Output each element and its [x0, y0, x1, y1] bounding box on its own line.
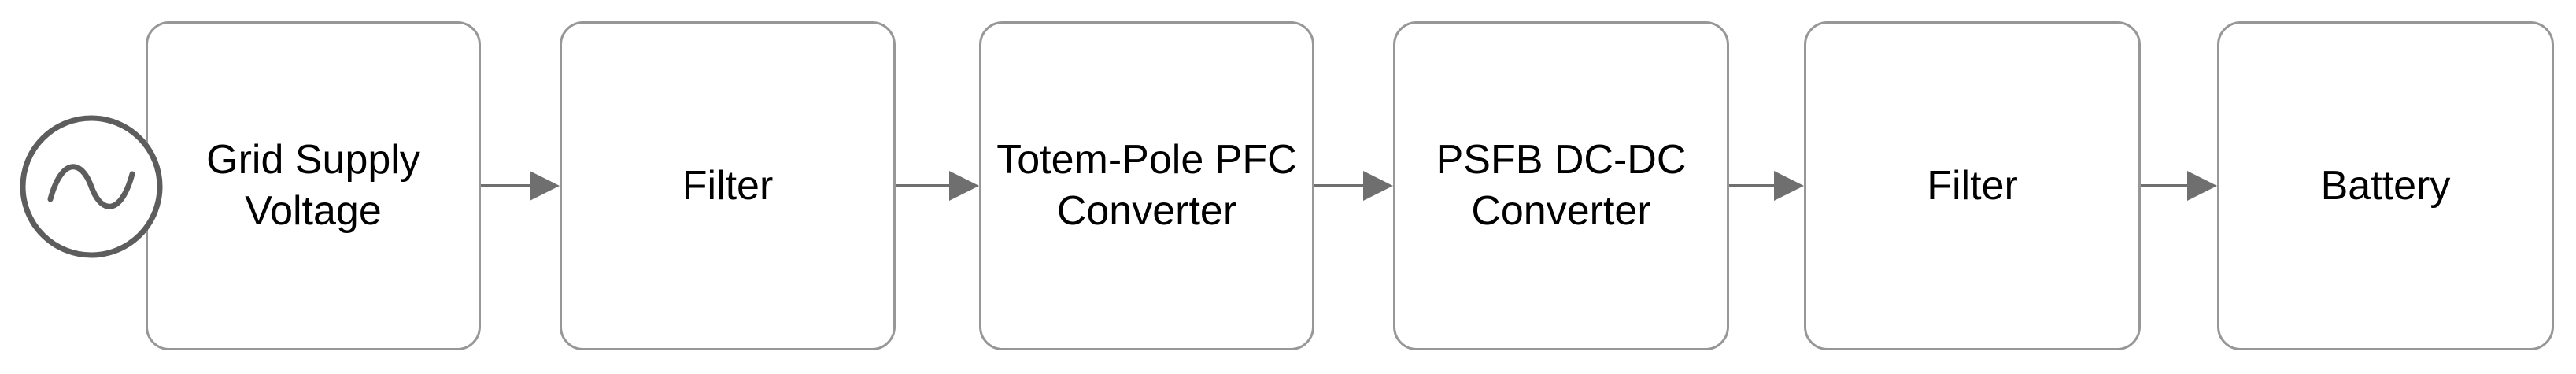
arrow-grid-to-filter: [481, 171, 560, 201]
block-label: Battery: [2320, 162, 2451, 209]
arrow-line: [2141, 184, 2190, 187]
arrowhead-icon: [1774, 171, 1804, 201]
block-label: Filter: [682, 162, 774, 209]
block-label: Totem-Pole PFC Converter: [996, 137, 1297, 234]
arrow-filter-to-battery: [2141, 171, 2217, 201]
block-input-filter: Filter: [560, 21, 896, 350]
block-battery: Battery: [2217, 21, 2554, 350]
arrow-line: [1314, 184, 1366, 187]
arrowhead-icon: [949, 171, 979, 201]
block-label: PSFB DC-DC Converter: [1436, 137, 1687, 234]
arrowhead-icon: [2187, 171, 2217, 201]
ac-source-icon: [20, 115, 163, 258]
arrow-line: [1729, 184, 1777, 187]
block-totem-pole-pfc-converter: Totem-Pole PFC Converter: [979, 21, 1314, 350]
arrow-filter-to-pfc: [896, 171, 979, 201]
arrow-psfb-to-filter: [1729, 171, 1804, 201]
block-grid-supply-voltage: Grid Supply Voltage: [146, 21, 481, 350]
arrow-line: [896, 184, 952, 187]
arrow-pfc-to-psfb: [1314, 171, 1393, 201]
arrowhead-icon: [530, 171, 560, 201]
block-label: Grid Supply Voltage: [206, 137, 420, 234]
block-psfb-dcdc-converter: PSFB DC-DC Converter: [1393, 21, 1729, 350]
arrow-line: [481, 184, 533, 187]
block-output-filter: Filter: [1804, 21, 2141, 350]
block-label: Filter: [1927, 162, 2018, 209]
arrowhead-icon: [1363, 171, 1393, 201]
